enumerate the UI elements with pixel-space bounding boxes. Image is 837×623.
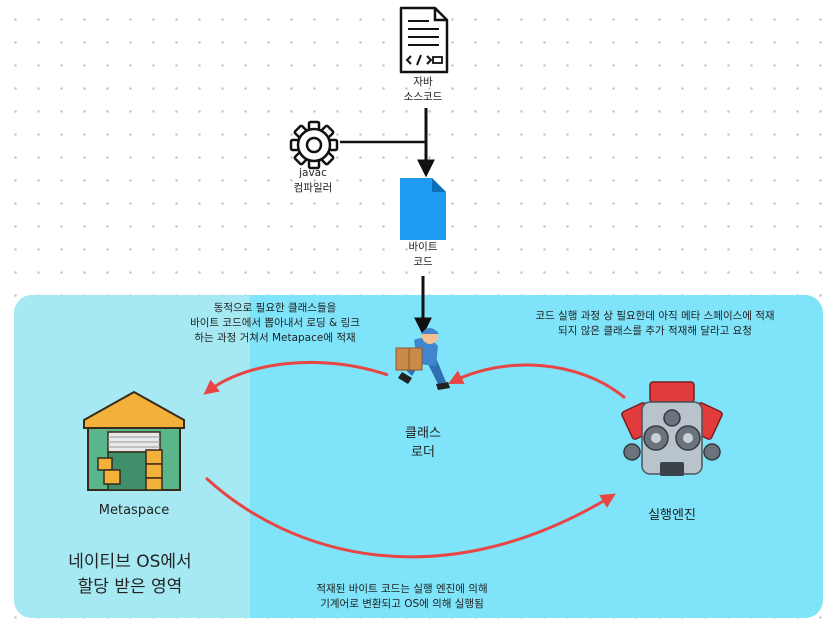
bytecode-label: 바이트 코드 — [408, 241, 438, 269]
region-label: 네이티브 OS에서 할당 받은 영역 — [68, 552, 192, 597]
loader-to-metaspace-arrow — [203, 360, 389, 395]
document-icon — [399, 6, 449, 74]
worker-icon — [395, 328, 450, 390]
file-icon — [400, 178, 446, 240]
java-source-label: 자바 소스코드 — [403, 76, 443, 104]
metaspace-label: Metaspace — [98, 503, 170, 518]
gear-icon — [289, 120, 339, 170]
metaspace-to-engine-arrow — [204, 476, 616, 559]
warehouse-icon — [83, 390, 185, 491]
class-loader-label: 클래스 로더 — [405, 426, 441, 460]
execution-engine-label: 실행엔진 — [648, 508, 696, 523]
load-note: 동적으로 필요한 클래스들을 바이트 코드에서 뽑아내서 로딩 & 링크 하는 … — [190, 302, 360, 345]
engine-to-loader-request-arrow — [447, 363, 626, 400]
execute-note: 적재된 바이트 코드는 실행 엔진에 의해 기계어로 변환되고 OS에 의해 실… — [316, 583, 488, 611]
javac-label: javac 컴파일러 — [293, 167, 333, 195]
engine-icon — [621, 381, 723, 476]
request-note: 코드 실행 과정 상 필요한데 아직 메타 스페이스에 적재 되지 않은 클래스… — [535, 310, 775, 338]
